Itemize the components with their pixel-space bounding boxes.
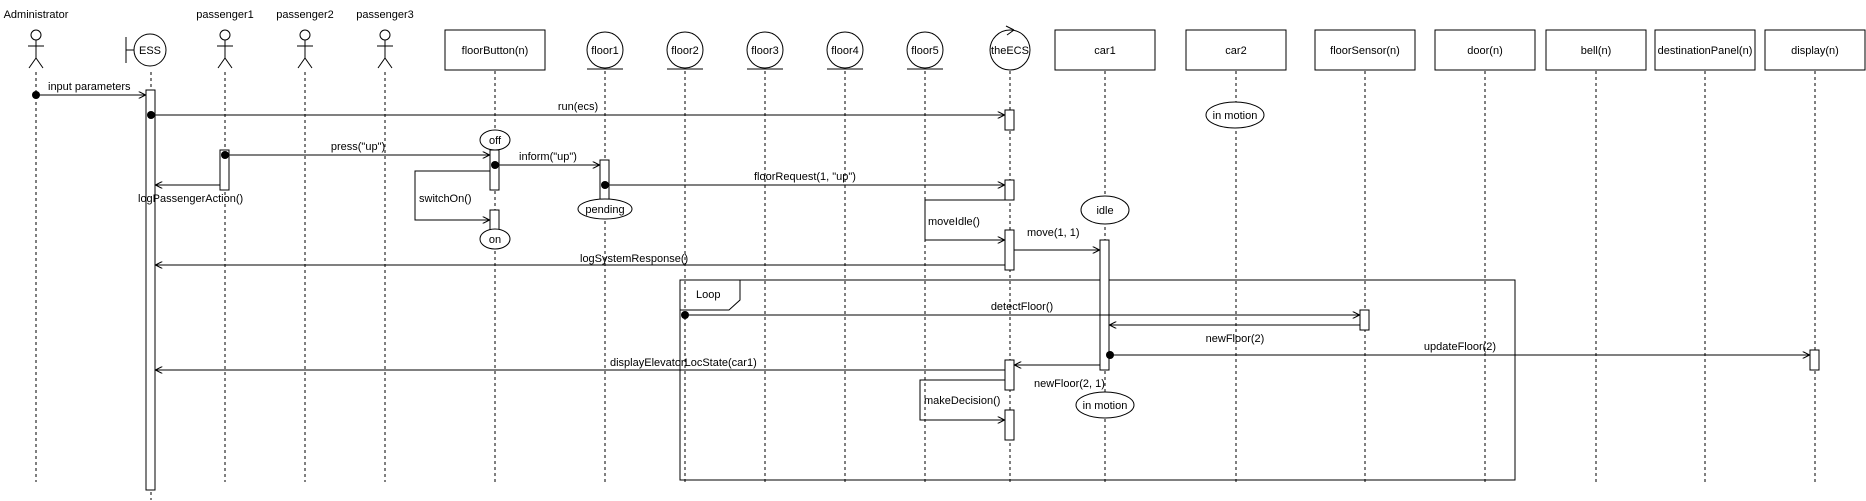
participant-ess bbox=[125, 33, 167, 67]
message-label: moveIdle() bbox=[928, 216, 980, 228]
activation-display bbox=[1809, 349, 1820, 371]
participant-car2 bbox=[1185, 29, 1287, 71]
activation-theecs-newfloor bbox=[1004, 359, 1015, 391]
participant-door bbox=[1434, 29, 1536, 71]
message-label: logPassengerAction() bbox=[138, 193, 243, 205]
lifelines bbox=[35, 71, 1816, 500]
activation-ess bbox=[145, 89, 156, 491]
activation-floorbutton bbox=[489, 149, 500, 191]
participant-administrator bbox=[28, 29, 44, 69]
state-label: off bbox=[489, 135, 502, 147]
participant-label: floorButton(n) bbox=[462, 45, 529, 57]
message-move-idle bbox=[924, 199, 1005, 240]
participant-label: passenger2 bbox=[276, 9, 334, 21]
participants: Administrator ESS passenger1 passenger2 bbox=[4, 9, 1866, 71]
state-label: on bbox=[489, 234, 501, 246]
message-label: input parameters bbox=[48, 81, 131, 93]
participant-label: car2 bbox=[1225, 45, 1246, 57]
messages: input parameters run(ecs) press("up") in… bbox=[32, 81, 1809, 420]
participant-label: floor4 bbox=[831, 45, 859, 57]
message-label: detectFloor() bbox=[991, 301, 1053, 313]
participant-label: passenger1 bbox=[196, 9, 254, 21]
loop-fragment: Loop bbox=[679, 279, 1516, 481]
message-label: floorRequest(1, "up") bbox=[754, 171, 856, 183]
activation-passenger1 bbox=[219, 149, 230, 191]
participant-label: ESS bbox=[139, 45, 161, 57]
state-car2-in-motion bbox=[1205, 101, 1265, 129]
participant-label: floorSensor(n) bbox=[1330, 45, 1400, 57]
participant-floor3 bbox=[746, 31, 784, 70]
message-switch-on bbox=[414, 170, 490, 220]
message-label: logSystemResponse() bbox=[580, 253, 688, 265]
participant-label: display(n) bbox=[1791, 45, 1839, 57]
message-label: makeDecision() bbox=[924, 395, 1000, 407]
activation-floor1 bbox=[599, 159, 610, 201]
participant-passenger2 bbox=[297, 29, 313, 69]
state-car1-in-motion bbox=[1075, 391, 1135, 419]
activation-car1 bbox=[1099, 239, 1110, 371]
message-label: switchOn() bbox=[419, 193, 472, 205]
participant-label: bell(n) bbox=[1581, 45, 1612, 57]
participant-destinationpanel bbox=[1654, 29, 1756, 71]
activation-theecs-request bbox=[1004, 179, 1015, 201]
state-floor1-pending bbox=[577, 198, 633, 220]
activation-theecs-decision bbox=[1004, 409, 1015, 441]
state-button-off bbox=[479, 129, 511, 151]
message-label: newFloor(2, 1) bbox=[1034, 378, 1105, 390]
participant-label: destinationPanel(n) bbox=[1658, 45, 1753, 57]
participant-passenger3 bbox=[377, 29, 393, 69]
participant-floor2 bbox=[666, 31, 704, 70]
state-label: in motion bbox=[1083, 400, 1128, 412]
activations bbox=[145, 89, 1820, 491]
participant-floor1 bbox=[586, 31, 624, 70]
message-label: run(ecs) bbox=[558, 101, 598, 113]
participant-display bbox=[1764, 29, 1866, 71]
participant-bell bbox=[1545, 29, 1647, 71]
loop-label: Loop bbox=[696, 289, 720, 301]
participant-floor4 bbox=[826, 31, 864, 70]
participant-label: door(n) bbox=[1467, 45, 1502, 57]
message-label: updateFloor(2) bbox=[1424, 341, 1496, 353]
activation-theecs-run bbox=[1004, 109, 1015, 131]
activation-floorsensor bbox=[1359, 309, 1370, 331]
state-button-on bbox=[479, 228, 511, 250]
participant-car1 bbox=[1054, 29, 1156, 71]
state-label: idle bbox=[1096, 205, 1113, 217]
participant-floorbutton bbox=[444, 29, 546, 71]
state-label: pending bbox=[585, 204, 624, 216]
participant-label: floor2 bbox=[671, 45, 699, 57]
participant-label: theECS bbox=[991, 45, 1029, 57]
participant-theecs bbox=[989, 25, 1031, 71]
participant-label: car1 bbox=[1094, 45, 1115, 57]
message-label: displayElevatorLocState(car1) bbox=[610, 357, 757, 369]
states: in motion off on pending idle in motion bbox=[479, 101, 1265, 419]
message-label: inform("up") bbox=[519, 151, 577, 163]
state-label: in motion bbox=[1213, 110, 1258, 122]
message-label: newFloor(2) bbox=[1206, 333, 1265, 345]
participant-label: Administrator bbox=[4, 9, 69, 21]
participant-label: floor1 bbox=[591, 45, 619, 57]
participant-floor5 bbox=[906, 31, 944, 70]
message-label: press("up") bbox=[331, 141, 385, 153]
participant-floorsensor bbox=[1314, 29, 1416, 71]
participant-passenger1 bbox=[217, 29, 233, 69]
message-label: move(1, 1) bbox=[1027, 227, 1080, 239]
participant-label: passenger3 bbox=[356, 9, 414, 21]
message-make-decision bbox=[919, 379, 1005, 420]
activation-floorbutton-on bbox=[489, 209, 500, 231]
activation-theecs-idle bbox=[1004, 229, 1015, 271]
state-car1-idle bbox=[1080, 195, 1130, 225]
participant-label: floor5 bbox=[911, 45, 939, 57]
participant-label: floor3 bbox=[751, 45, 779, 57]
